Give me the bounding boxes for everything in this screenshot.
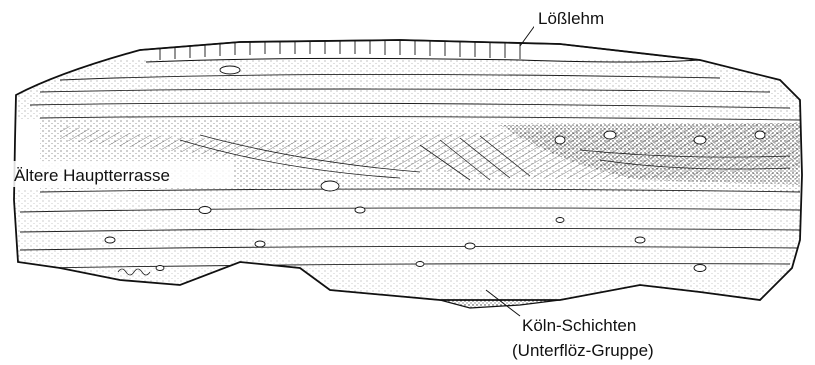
- label-koeln-schichten: Köln-Schichten: [522, 316, 636, 335]
- label-loesslehm: Lößlehm: [538, 9, 604, 28]
- label-unterfloez-gruppe: (Unterflöz-Gruppe): [512, 341, 654, 360]
- label-aeltere-hauptterrasse: Ältere Hauptterrasse: [14, 166, 170, 185]
